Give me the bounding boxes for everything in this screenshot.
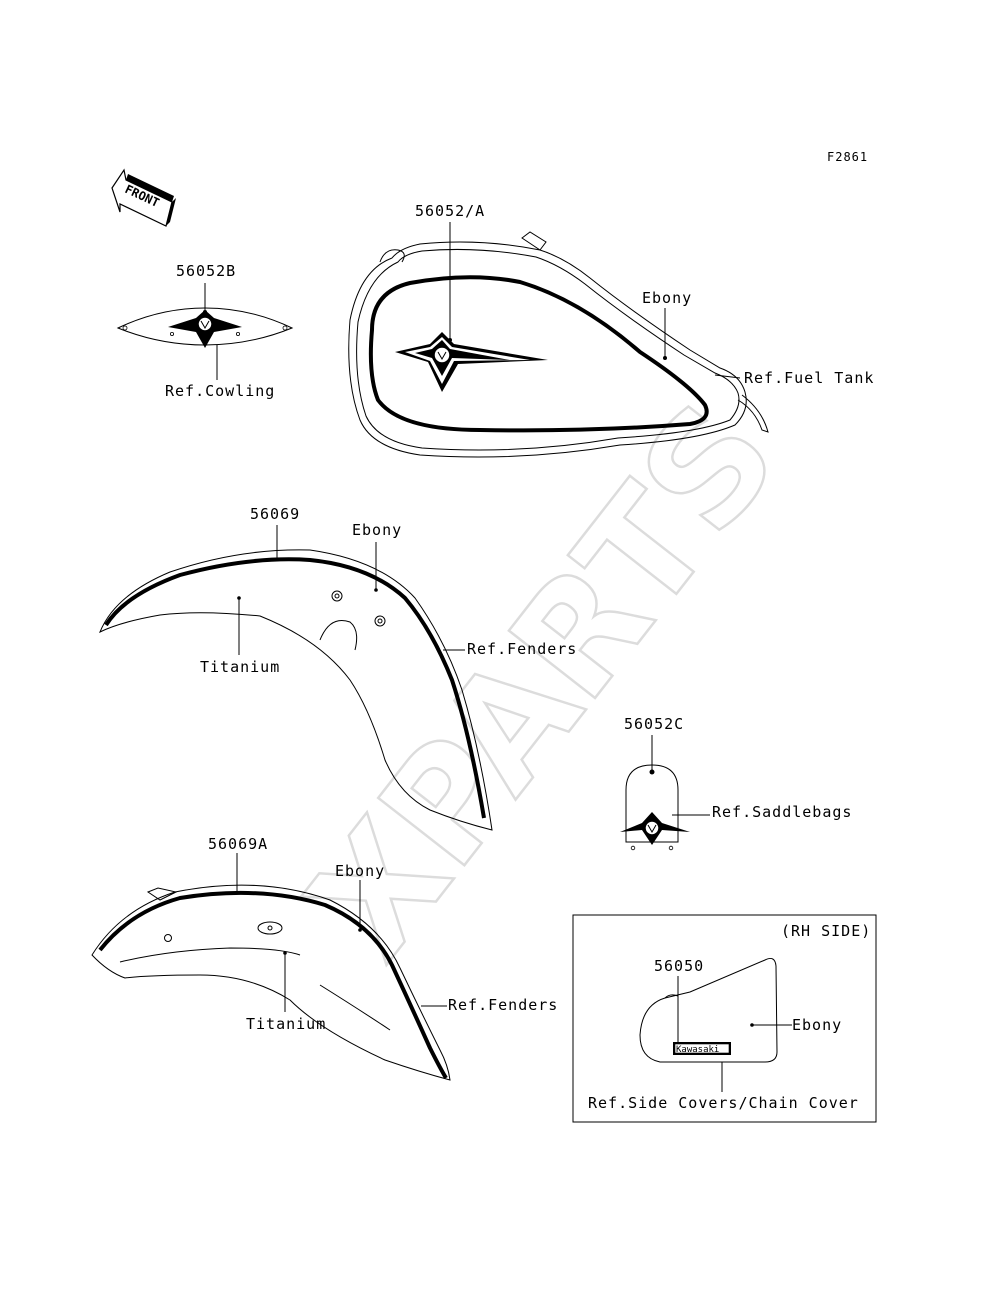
watermark: XPARTS <box>275 371 813 990</box>
front-fender-color-titanium: Titanium <box>200 658 280 676</box>
rear-fender-color-ebony: Ebony <box>335 862 385 880</box>
saddlebag-part-number: 56052C <box>624 715 684 733</box>
rear-fender-ref: Ref.Fenders <box>448 996 558 1014</box>
figure-code: F2861 <box>827 150 868 164</box>
rear-fender <box>91 853 451 1081</box>
cowling-ref: Ref.Cowling <box>165 382 275 400</box>
cowling-emblem <box>116 283 294 380</box>
tank-ref: Ref.Fuel Tank <box>744 369 874 387</box>
side-cover-panel: Kawasaki <box>572 914 877 1123</box>
front-fender-part-number: 56069 <box>250 505 300 523</box>
side-cover-side: (RH SIDE) <box>781 922 871 940</box>
side-cover-ref: Ref.Side Covers/Chain Cover <box>588 1094 859 1112</box>
saddlebag-emblem <box>620 735 710 851</box>
tank-part-number: 56052/A <box>415 202 485 220</box>
rear-fender-part-number: 56069A <box>208 835 268 853</box>
cowling-part-number: 56052B <box>176 262 236 280</box>
rear-fender-color-titanium: Titanium <box>246 1015 326 1033</box>
side-cover-color: Ebony <box>792 1016 842 1034</box>
front-arrow-icon: FRONT <box>111 168 176 227</box>
side-cover-part-number: 56050 <box>654 957 704 975</box>
saddlebag-ref: Ref.Saddlebags <box>712 803 852 821</box>
fuel-tank <box>348 222 769 458</box>
front-fender <box>99 525 493 831</box>
side-cover-logo: Kawasaki <box>676 1045 719 1055</box>
front-fender-ref: Ref.Fenders <box>467 640 577 658</box>
tank-color: Ebony <box>642 289 692 307</box>
front-fender-color-ebony: Ebony <box>352 521 402 539</box>
watermark-text: XPARTS <box>276 372 811 989</box>
